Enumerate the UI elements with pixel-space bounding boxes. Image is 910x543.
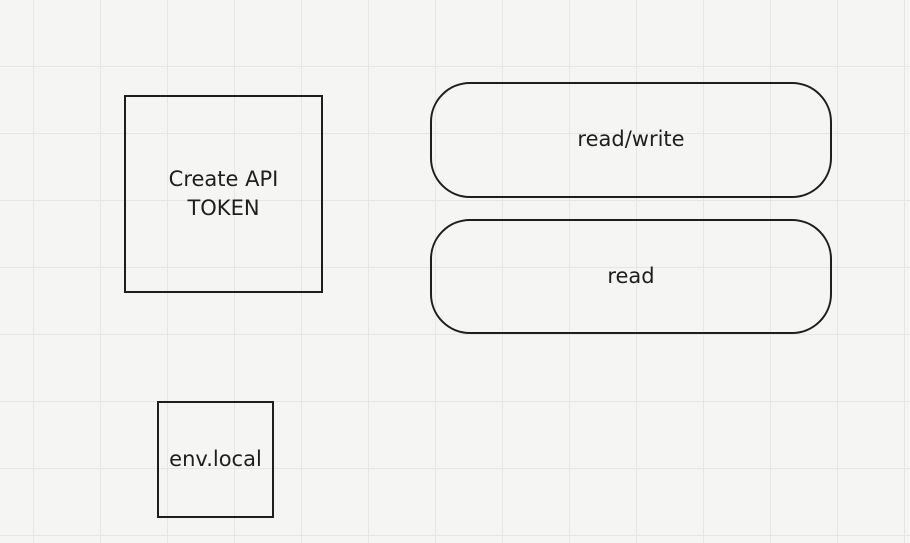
env-local-box[interactable]: env.local xyxy=(157,401,274,518)
read-label: read xyxy=(607,263,655,288)
env-local-label: env.local xyxy=(169,446,262,471)
read-write-label: read/write xyxy=(577,127,685,152)
create-api-token-label: Create API TOKEN xyxy=(168,166,279,220)
read-pill[interactable]: read xyxy=(430,219,832,334)
read-write-pill[interactable]: read/write xyxy=(430,82,832,198)
create-api-token-box[interactable]: Create API TOKEN xyxy=(124,95,323,293)
